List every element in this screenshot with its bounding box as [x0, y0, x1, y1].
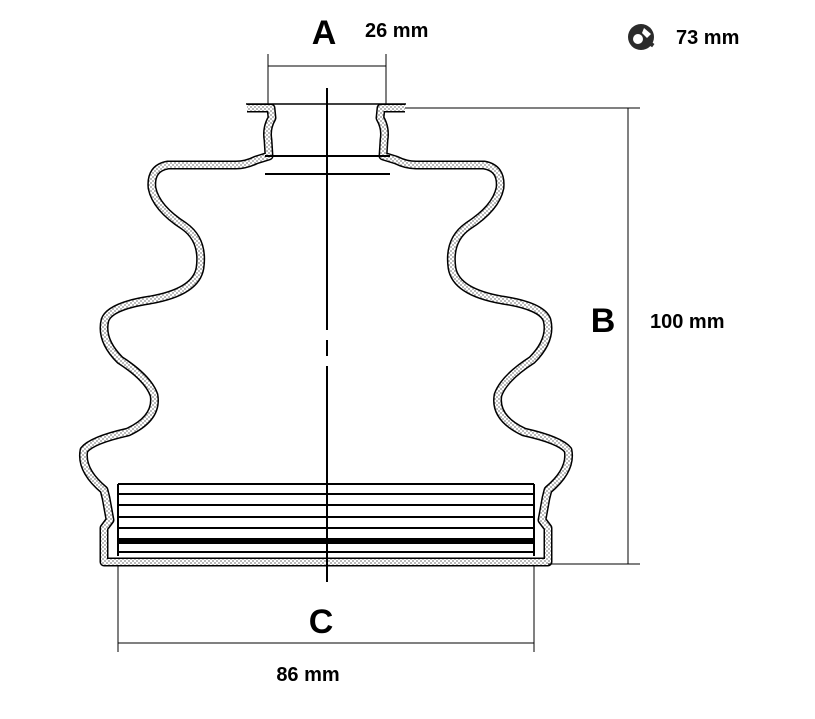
dimension-c-value: 86 mm — [276, 664, 339, 686]
extra-dimension-value: 73 mm — [676, 27, 739, 49]
label-a: A — [312, 14, 337, 52]
dimension-b-lines — [405, 107, 640, 565]
dimension-b-value: 100 mm — [650, 311, 725, 333]
dimension-a-value: 26 mm — [365, 20, 428, 42]
dimension-c-lines — [117, 566, 535, 652]
dimension-a-lines — [267, 54, 387, 104]
clamp-icon — [628, 24, 655, 50]
label-b: B — [591, 302, 616, 340]
label-c: C — [309, 603, 334, 641]
